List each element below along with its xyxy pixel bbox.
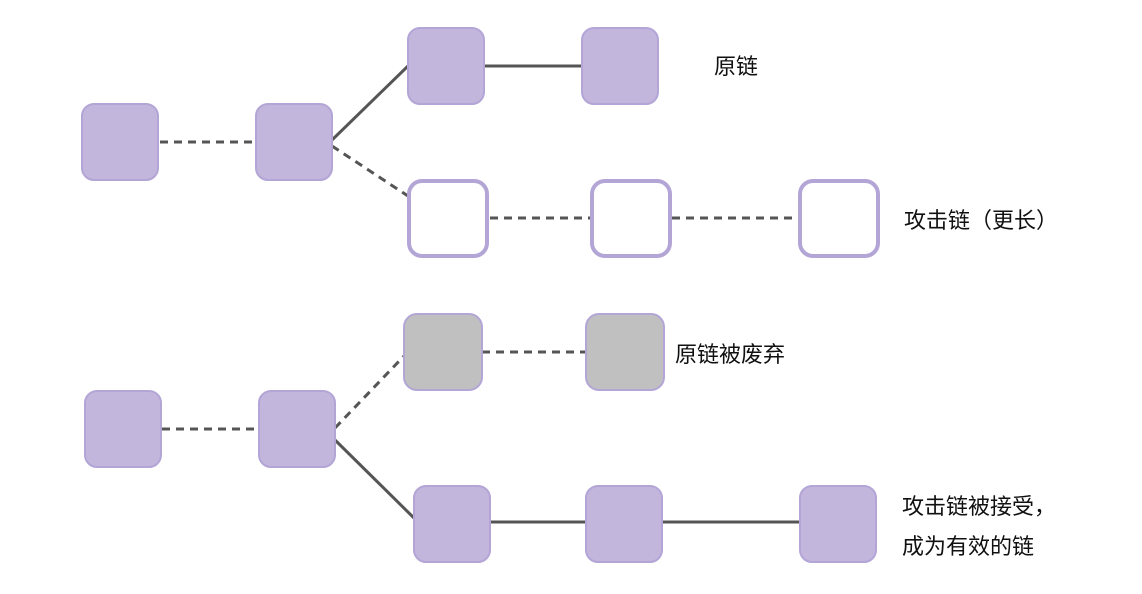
accepted-label-line2: 成为有效的链 [902, 535, 1035, 560]
accepted-label-line1: 攻击链被接受， [902, 495, 1057, 520]
attack-chain-label: 攻击链（更长） [904, 209, 1059, 234]
link-dashed [331, 144, 409, 198]
block [585, 485, 663, 563]
block [255, 103, 333, 181]
link-solid [333, 438, 416, 520]
attack-block [407, 179, 489, 258]
attack-block [798, 179, 880, 258]
link-dashed [333, 354, 406, 430]
discarded-block [585, 313, 665, 391]
block [581, 27, 659, 105]
attack-block [590, 179, 672, 258]
original-chain-label: 原链 [714, 55, 759, 80]
link-solid [330, 64, 410, 142]
block [799, 485, 877, 563]
block [407, 27, 485, 105]
block [413, 485, 491, 563]
block [84, 390, 162, 468]
discarded-block [403, 313, 483, 391]
discarded-label: 原链被废弃 [675, 343, 786, 368]
block [81, 103, 159, 181]
block [258, 390, 336, 468]
